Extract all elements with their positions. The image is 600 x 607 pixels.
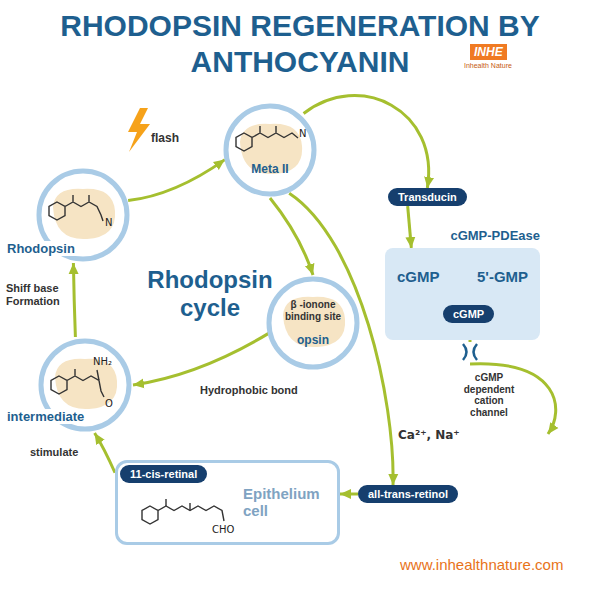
molecule-pill: Transducin bbox=[388, 188, 467, 206]
node-text: all-trans-retinol bbox=[368, 488, 448, 500]
retinal-molecule bbox=[142, 499, 224, 524]
flow-arrow bbox=[304, 96, 429, 188]
state-circle: Rhodopsin bbox=[35, 167, 131, 263]
node-text: cGMP bbox=[397, 268, 440, 285]
node-text: 5'-GMP bbox=[477, 268, 528, 285]
molecule-pill: cGMP bbox=[443, 305, 494, 323]
node-text: cGMP-PDEase bbox=[450, 228, 540, 243]
flow-arrow bbox=[133, 333, 270, 385]
flow-arrow bbox=[340, 493, 358, 496]
retinal-molecule bbox=[236, 126, 298, 151]
text-label: Inhealth Nature bbox=[464, 62, 512, 69]
text-label: flash bbox=[151, 131, 179, 145]
text-label: N bbox=[299, 128, 306, 139]
molecule-text: cGMP bbox=[397, 268, 440, 285]
edge-label: stimulate bbox=[28, 446, 80, 459]
circle-ring bbox=[269, 279, 357, 367]
retinal-molecule bbox=[49, 195, 103, 221]
text-label: cGMP dependent cation channel bbox=[460, 372, 518, 418]
enzyme-panel: cGMP-PDEasecGMP5'-GMPcGMP bbox=[385, 248, 540, 340]
state-circle: Meta II bbox=[222, 102, 318, 198]
flow-arrow bbox=[73, 263, 75, 337]
circle-ring bbox=[226, 106, 314, 194]
node-text: cGMP bbox=[453, 308, 484, 320]
state-circle: β -ionone binding site opsin bbox=[265, 275, 361, 371]
retinal-molecule bbox=[51, 369, 104, 397]
molecule-text: 5'-GMP bbox=[477, 268, 528, 285]
text-label: INHE bbox=[470, 44, 507, 60]
node-text: Meta II bbox=[222, 162, 318, 176]
node-text: 11-cis-retinal bbox=[130, 468, 197, 480]
protein-pocket bbox=[53, 189, 115, 239]
text-label: O bbox=[105, 398, 113, 409]
circle-outline bbox=[265, 275, 361, 371]
node-text: Transducin bbox=[398, 191, 457, 203]
node-text: opsin bbox=[265, 333, 361, 347]
molecule-pill: 11-cis-retinal bbox=[120, 465, 207, 483]
flow-arrow bbox=[95, 433, 115, 473]
flow-arrow bbox=[408, 206, 412, 248]
flow-arrow bbox=[128, 160, 225, 201]
flash-bolt bbox=[128, 108, 150, 152]
node-text: Epithelium cell bbox=[243, 485, 335, 520]
text-label: www.inhealthnature.com bbox=[400, 556, 563, 573]
text-label: N bbox=[105, 217, 112, 228]
node-text: Rhodopsin bbox=[5, 241, 77, 256]
edge-label: Hydrophobic bond bbox=[198, 384, 300, 397]
text-label: CHO bbox=[212, 524, 234, 535]
text-label: NH₂ bbox=[93, 356, 112, 367]
text-label: Ca²⁺, Na⁺ bbox=[398, 428, 460, 442]
text-label: Rhodopsin cycle bbox=[145, 266, 275, 321]
circle-outline bbox=[222, 102, 318, 198]
node-text: β -ionone binding site bbox=[281, 299, 345, 322]
edge-label: Shiff base Formation bbox=[4, 282, 70, 308]
state-circle: intermediate bbox=[37, 337, 133, 433]
node-text: intermediate bbox=[5, 409, 86, 424]
channel-symbol bbox=[463, 344, 477, 360]
molecule-pill: all-trans-retinol bbox=[358, 485, 458, 503]
